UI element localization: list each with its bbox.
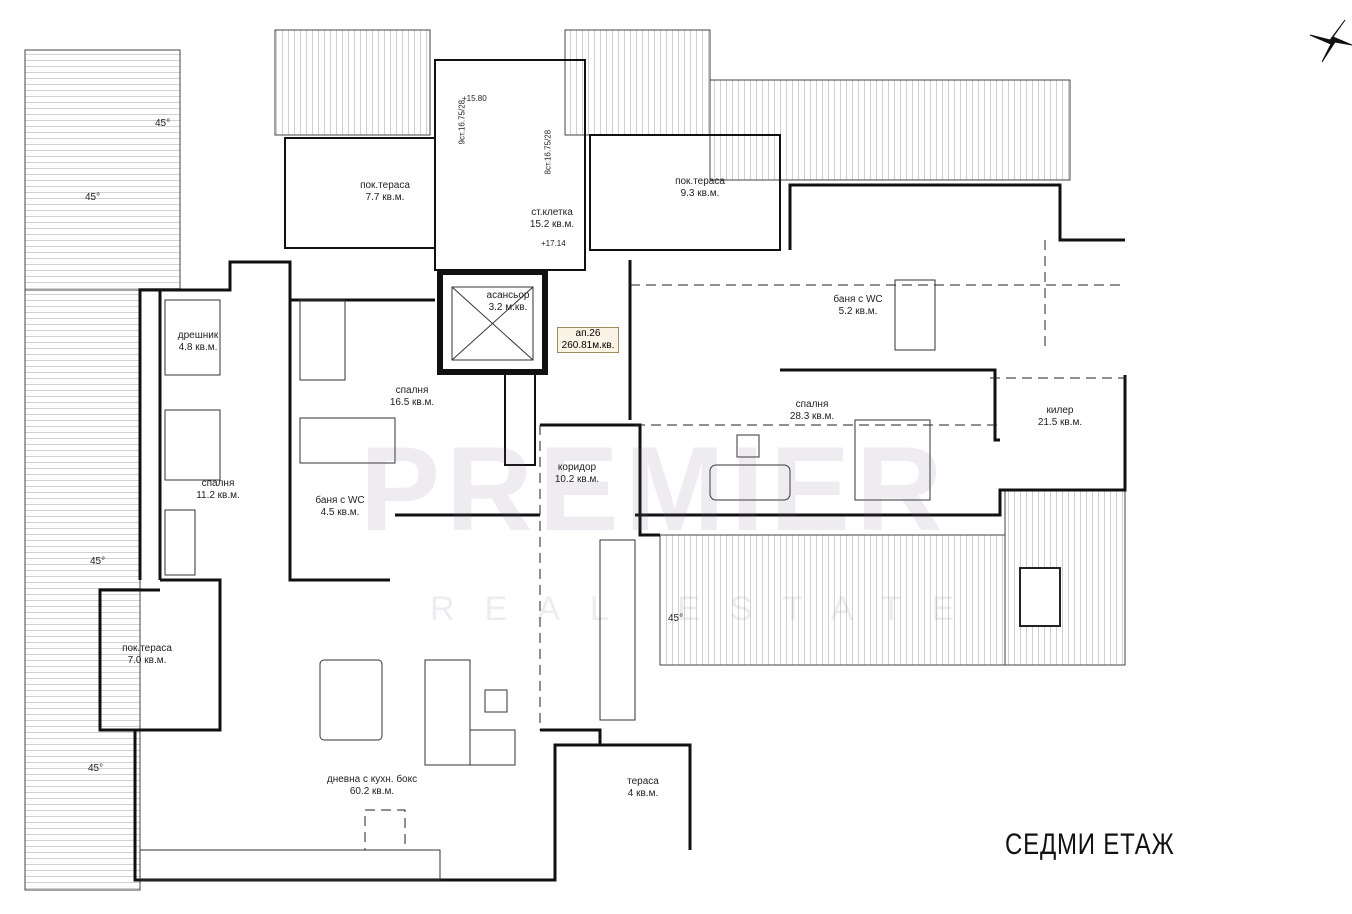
- bed: [164, 409, 221, 481]
- stair-label: 8ст.16.75/28: [543, 129, 553, 175]
- roof-angle: 45°: [90, 556, 106, 567]
- roof-areas: [24, 29, 1126, 891]
- walls: [98, 59, 1127, 882]
- north-arrow-icon: [1309, 19, 1352, 63]
- furniture: [139, 279, 936, 881]
- roof-angle: 45°: [85, 192, 101, 203]
- sofa: [424, 659, 471, 766]
- watermark-sub: REAL ESTATE: [430, 590, 985, 628]
- roof-angle: 45°: [668, 613, 684, 624]
- roof-angle: 45°: [88, 763, 104, 774]
- level-mark: +15.80: [462, 94, 487, 103]
- dining-table: [319, 659, 383, 741]
- skylight: [1019, 567, 1061, 627]
- stair-label: 9ст.16.75/28: [457, 99, 467, 145]
- floor-title: СЕДМИ ЕТАЖ: [1005, 828, 1175, 861]
- roof-angle: 45°: [155, 118, 171, 129]
- watermark-brand: PREMIER: [360, 422, 949, 556]
- double-bed: [854, 419, 931, 501]
- level-mark: +17.14: [541, 239, 566, 248]
